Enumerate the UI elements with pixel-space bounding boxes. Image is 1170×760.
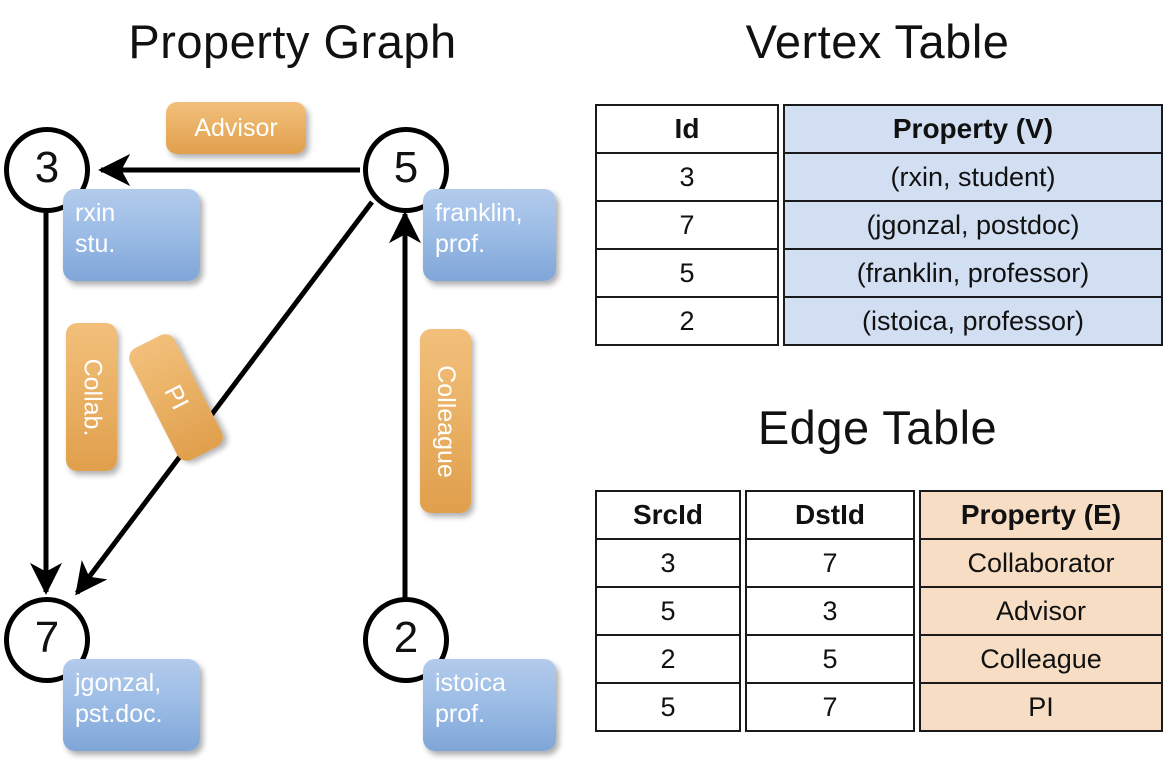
- edge-label-collab: Collab.: [66, 323, 117, 471]
- vertex-id-cell: 2: [595, 296, 779, 346]
- node-2-property-line-1: istoica: [435, 669, 506, 697]
- table-row: 2: [595, 634, 741, 684]
- edge-property-cell: Collaborator: [919, 538, 1163, 588]
- page-title-edge-table: Edge Table: [757, 401, 998, 454]
- table-row: 7: [595, 200, 779, 250]
- page-title-vertex-table: Vertex Table: [745, 15, 1010, 68]
- node-7-property-line-1: jgonzal,: [75, 669, 162, 697]
- property-graph-diagram: 3 rxin stu. 5 franklin, prof. 7 jgonzal,…: [0, 80, 585, 760]
- vertex-table-header-property: Property (V): [783, 104, 1163, 154]
- node-3-property-box: rxin stu.: [63, 189, 200, 281]
- vertex-id-cell: 3: [595, 152, 779, 202]
- edge-src-cell: 5: [595, 682, 741, 732]
- node-3-property-line-1: rxin: [75, 199, 116, 227]
- table-row: (franklin, professor): [783, 248, 1163, 298]
- table-header-row: DstId: [745, 490, 915, 540]
- graph-node-5[interactable]: [363, 127, 449, 213]
- table-row: 3: [595, 538, 741, 588]
- edge-dst-cell: 7: [745, 538, 915, 588]
- edge-table-header-srcid: SrcId: [595, 490, 741, 540]
- table-header-row: SrcId: [595, 490, 741, 540]
- table-row: 7: [745, 538, 915, 588]
- edge-dst-cell: 7: [745, 682, 915, 732]
- edge-dst-cell: 5: [745, 634, 915, 684]
- edge-property-cell: Colleague: [919, 634, 1163, 684]
- page-title-property-graph: Property Graph: [128, 15, 457, 68]
- edge-5-to-7: [75, 200, 374, 596]
- edge-table-header-property: Property (E): [919, 490, 1163, 540]
- table-row: 5: [595, 586, 741, 636]
- table-row: (rxin, student): [783, 152, 1163, 202]
- node-7-property-box: jgonzal, pst.doc.: [63, 659, 200, 751]
- node-5-property-line-2: prof.: [435, 230, 486, 258]
- vertex-property-cell: (istoica, professor): [783, 296, 1163, 346]
- table-row: 2: [595, 296, 779, 346]
- edge-src-cell: 5: [595, 586, 741, 636]
- vertex-id-cell: 7: [595, 200, 779, 250]
- table-row: Advisor: [919, 586, 1163, 636]
- node-5-property-line-1: franklin,: [435, 199, 523, 227]
- node-2-property-box: istoica prof.: [423, 659, 556, 751]
- table-row: 5: [595, 682, 741, 732]
- edge-table-header-dstid: DstId: [745, 490, 915, 540]
- edge-label-pi-text: PI: [158, 380, 195, 415]
- edge-src-cell: 2: [595, 634, 741, 684]
- table-header-row: Id: [595, 104, 779, 154]
- table-row: 7: [745, 682, 915, 732]
- table-row: Collaborator: [919, 538, 1163, 588]
- table-row: 3: [745, 586, 915, 636]
- node-2-property-line-2: prof.: [435, 700, 486, 728]
- table-row: 5: [745, 634, 915, 684]
- edge-dst-cell: 3: [745, 586, 915, 636]
- node-3-property-line-2: stu.: [75, 230, 116, 258]
- table-row: 3: [595, 152, 779, 202]
- node-7-property-line-2: pst.doc.: [75, 700, 163, 728]
- table-row: (jgonzal, postdoc): [783, 200, 1163, 250]
- graph-edges-layer: [29, 153, 422, 598]
- node-5-property-box: franklin, prof.: [423, 189, 556, 281]
- vertex-table-id-column: Id 3 7 5 2: [595, 104, 779, 346]
- table-row: PI: [919, 682, 1163, 732]
- vertex-property-cell: (franklin, professor): [783, 248, 1163, 298]
- edge-label-advisor: Advisor: [166, 102, 306, 154]
- edge-label-collab-text: Collab.: [78, 358, 107, 436]
- edge-label-colleague-text: Colleague: [432, 364, 460, 478]
- vertex-property-cell: (jgonzal, postdoc): [783, 200, 1163, 250]
- edge-table-property-column: Property (E) Collaborator Advisor Collea…: [919, 490, 1163, 732]
- vertex-table-property-column: Property (V) (rxin, student) (jgonzal, p…: [783, 104, 1163, 346]
- edge-table-dstid-column: DstId 7 3 5 7: [745, 490, 915, 732]
- vertex-table-header-id: Id: [595, 104, 779, 154]
- edge-table-srcid-column: SrcId 3 5 2 5: [595, 490, 741, 732]
- edge-property-cell: Advisor: [919, 586, 1163, 636]
- table-header-row: Property (E): [919, 490, 1163, 540]
- edge-property-cell: PI: [919, 682, 1163, 732]
- table-row: (istoica, professor): [783, 296, 1163, 346]
- edge-label-advisor-text: Advisor: [194, 113, 278, 142]
- table-row: Colleague: [919, 634, 1163, 684]
- vertex-property-cell: (rxin, student): [783, 152, 1163, 202]
- edge-src-cell: 3: [595, 538, 741, 588]
- table-row: 5: [595, 248, 779, 298]
- edge-label-colleague: Colleague: [420, 329, 471, 513]
- vertex-id-cell: 5: [595, 248, 779, 298]
- table-header-row: Property (V): [783, 104, 1163, 154]
